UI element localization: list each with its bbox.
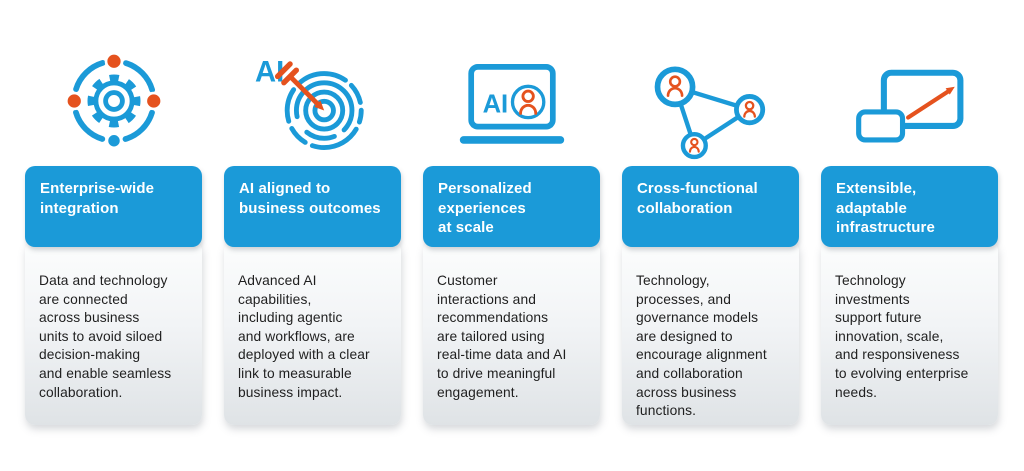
card-title-extensible-adaptable-infrastructure: Extensible, adaptable infrastructure: [821, 166, 998, 247]
card-body-cross-functional-collaboration: Technology, processes, and governance mo…: [622, 241, 799, 425]
ai-target-dart-icon: AI: [255, 56, 364, 150]
card-body-extensible-adaptable-infrastructure: Technology investments support future in…: [821, 241, 998, 425]
card-enterprise-wide-integration: Enterprise-wide integration Data and tec…: [25, 40, 202, 425]
laptop-ai-person-icon: AI: [459, 64, 564, 145]
card-personalized-experiences-at-scale: AI Personalized experiences at scale Cus…: [423, 40, 600, 425]
expanding-screens-arrow-icon: [855, 70, 963, 143]
card-body-personalized-experiences-at-scale: Customer interactions and recommendation…: [423, 241, 600, 425]
card-title-cross-functional-collaboration: Cross-functional collaboration: [622, 166, 799, 247]
card-title-enterprise-wide-integration: Enterprise-wide integration: [25, 166, 202, 247]
people-network-icon: [654, 65, 765, 159]
card-body-enterprise-wide-integration: Data and technology are connected across…: [25, 241, 202, 425]
card-title-ai-aligned-to-business-outcomes: AI aligned to business outcomes: [224, 166, 401, 247]
card-ai-aligned-to-business-outcomes: AI AI aligned to business outcomes Advan…: [224, 40, 401, 425]
card-extensible-adaptable-infrastructure: Extensible, adaptable infrastructure Tec…: [821, 40, 998, 425]
card-title-personalized-experiences-at-scale: Personalized experiences at scale: [423, 166, 600, 247]
card-body-ai-aligned-to-business-outcomes: Advanced AI capabilities, including agen…: [224, 241, 401, 425]
ai-label: AI: [482, 91, 508, 119]
integration-orbit-gear-icon: [64, 51, 163, 150]
card-cross-functional-collaboration: Cross-functional collaboration Technolog…: [622, 40, 799, 425]
infographic-card-row: Enterprise-wide integration Data and tec…: [25, 40, 998, 425]
